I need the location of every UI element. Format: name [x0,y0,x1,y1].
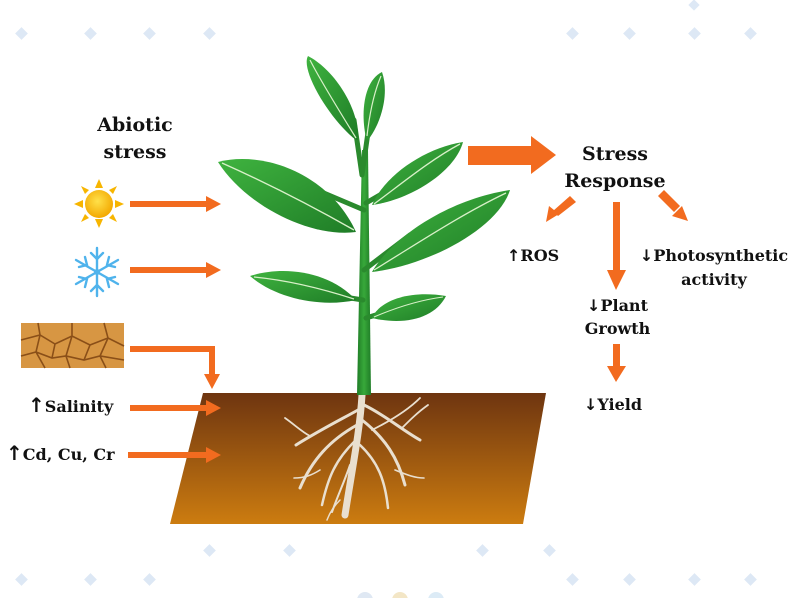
arrow-sun-to-plant [130,196,221,212]
plant-growth-down-arrow: ↓ [587,296,601,315]
plant-growth-line1: Plant [600,296,648,315]
stress-response-line1: Stress [582,143,648,165]
leaf-large-left [218,159,356,233]
metals-label: ↑Cd, Cu, Cr [6,441,115,465]
plant-growth-label: ↓Plant Growth [570,294,665,340]
yield-text: Yield [597,395,643,414]
salinity-label: ↑Salinity [28,393,113,417]
yield-label: ↓Yield [584,395,642,414]
stress-response-line2: Response [564,170,666,192]
abiotic-line1: Abiotic [97,114,173,136]
leaf-top-left [306,56,359,140]
ros-label: ↑ROS [507,246,559,265]
leaf-lower-right [372,294,446,322]
arrow-response-to-growth [607,202,626,290]
plant-roots [284,391,429,521]
snowflake-icon [74,246,120,298]
arrow-drought-to-soil [130,346,220,389]
yield-down-arrow: ↓ [584,395,598,414]
stress-response-label: Stress Response [550,141,680,195]
stress-arrows [128,136,688,463]
arrow-growth-to-yield [607,344,626,382]
sun-icon [74,179,124,228]
arrow-metals-to-soil [128,447,221,463]
arrow-response-to-photosynthetic [658,190,688,221]
arrow-response-to-ros [546,196,576,222]
plant-stem [357,150,371,395]
abiotic-line2: stress [103,141,167,163]
metals-text: Cd, Cu, Cr [22,445,115,464]
plant-growth-line2: Growth [584,319,651,338]
ros-up-arrow: ↑ [507,246,521,265]
abiotic-stress-label: Abiotic stress [80,112,190,166]
salinity-up-arrow: ↑ [28,393,45,417]
dry-soil-icon [20,322,125,369]
leaf-lower-left [250,271,356,303]
soil-block [170,393,546,524]
photosynthetic-line2: activity [681,270,747,289]
arrow-salinity-to-soil [130,400,221,416]
arrow-cold-to-plant [130,262,221,278]
arrow-plant-to-response [468,136,556,174]
leaf-mid-right [372,190,510,272]
metals-up-arrow: ↑ [6,441,23,465]
salinity-text: Salinity [44,397,114,416]
plant-leaves [218,56,510,322]
photosynthetic-label: ↓Photosynthetic activity [634,244,794,292]
leaf-upper-right [372,142,463,205]
ros-text: ROS [520,246,560,265]
photosynthetic-down-arrow: ↓ [639,246,654,265]
leaf-top-right [363,72,385,140]
photosynthetic-line1: Photosynthetic [653,246,789,265]
